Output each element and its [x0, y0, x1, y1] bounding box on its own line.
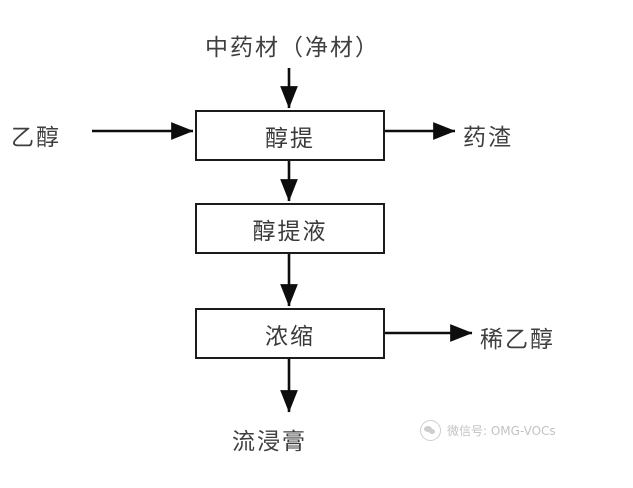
label-ethanol: 乙醇	[11, 125, 61, 151]
watermark-text: 微信号: OMG-VOCs	[447, 424, 556, 438]
process-box-alcohol-extract-liquid: 醇提液	[195, 203, 385, 254]
label-dilute-ethanol: 稀乙醇	[480, 327, 555, 353]
wechat-logo-icon	[420, 420, 441, 441]
label-residue: 药渣	[463, 125, 513, 151]
watermark: 微信号: OMG-VOCs	[420, 420, 556, 441]
process-box-alcohol-extraction: 醇提	[195, 110, 385, 161]
process-box-concentration: 浓缩	[195, 308, 385, 359]
label-herb-material: 中药材（净材）	[205, 35, 380, 61]
label-fluid-extract: 流浸膏	[232, 429, 307, 455]
